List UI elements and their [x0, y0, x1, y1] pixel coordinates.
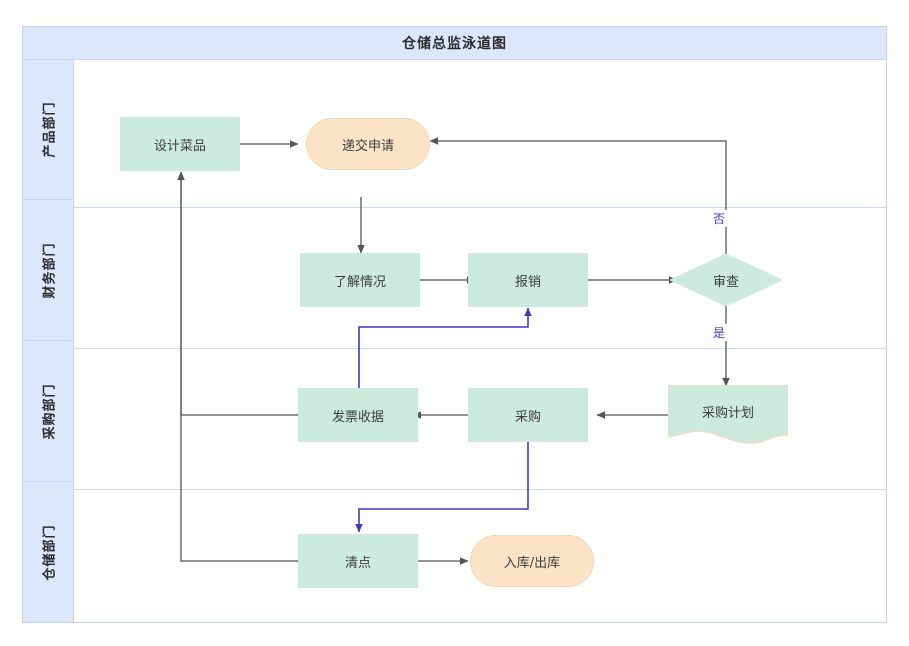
node-reimburse[interactable]: 报销	[468, 253, 588, 307]
edge-review-no-to-submit	[429, 137, 727, 254]
node-label: 发票收据	[331, 409, 384, 425]
edge-label-yes: 是	[711, 324, 728, 341]
diagram-title: 仓储总监泳道图	[402, 36, 507, 52]
node-in-out[interactable]: 入库/出库	[470, 535, 594, 587]
lane-header-finance[interactable]: 财务部门	[23, 200, 74, 341]
edge-label-text: 是	[713, 326, 726, 340]
edge-label-no: 否	[711, 210, 728, 227]
lane-separator-1	[74, 207, 886, 208]
node-label: 设计菜品	[153, 138, 206, 154]
node-label: 采购	[514, 409, 541, 425]
lane-label-text: 产品部门	[42, 101, 58, 158]
node-count[interactable]: 清点	[298, 534, 418, 588]
lane-separator-2	[74, 348, 886, 349]
swimlane-diagram: 仓储总监泳道图 产品部门 财务部门 采购部门 仓储部门	[22, 26, 887, 623]
node-review[interactable]: 审查	[670, 254, 782, 306]
node-purchase-plan[interactable]: 采购计划	[668, 385, 788, 447]
node-label: 报销	[514, 274, 541, 290]
node-design[interactable]: 设计菜品	[120, 117, 240, 171]
node-label: 审查	[712, 274, 739, 290]
node-label: 了解情况	[333, 274, 386, 290]
node-label: 递交申请	[341, 138, 394, 154]
edge-invoice-to-design	[177, 171, 298, 416]
diagram-title-band: 仓储总监泳道图	[23, 27, 886, 60]
lane-header-product[interactable]: 产品部门	[23, 60, 74, 200]
node-understand[interactable]: 了解情况	[300, 253, 420, 307]
lane-label-text: 仓储部门	[42, 523, 58, 581]
edge-label-text: 否	[713, 212, 726, 226]
node-label: 清点	[344, 555, 371, 571]
diamond-shape	[670, 254, 782, 306]
edge-count-to-design	[177, 171, 298, 562]
lane-separator-3	[74, 489, 886, 490]
node-label: 采购计划	[701, 405, 754, 421]
lane-header-warehouse[interactable]: 仓储部门	[23, 482, 74, 623]
edge-purchase-to-count	[355, 442, 529, 533]
node-purchase[interactable]: 采购	[468, 388, 588, 442]
node-submit[interactable]: 递交申请	[306, 118, 430, 170]
node-label: 入库/出库	[503, 555, 561, 571]
lane-label-text: 财务部门	[42, 241, 58, 299]
node-invoice[interactable]: 发票收据	[298, 388, 418, 442]
document-shape	[668, 385, 788, 444]
lane-header-purchase[interactable]: 采购部门	[23, 341, 74, 482]
lane-label-text: 采购部门	[42, 382, 58, 440]
